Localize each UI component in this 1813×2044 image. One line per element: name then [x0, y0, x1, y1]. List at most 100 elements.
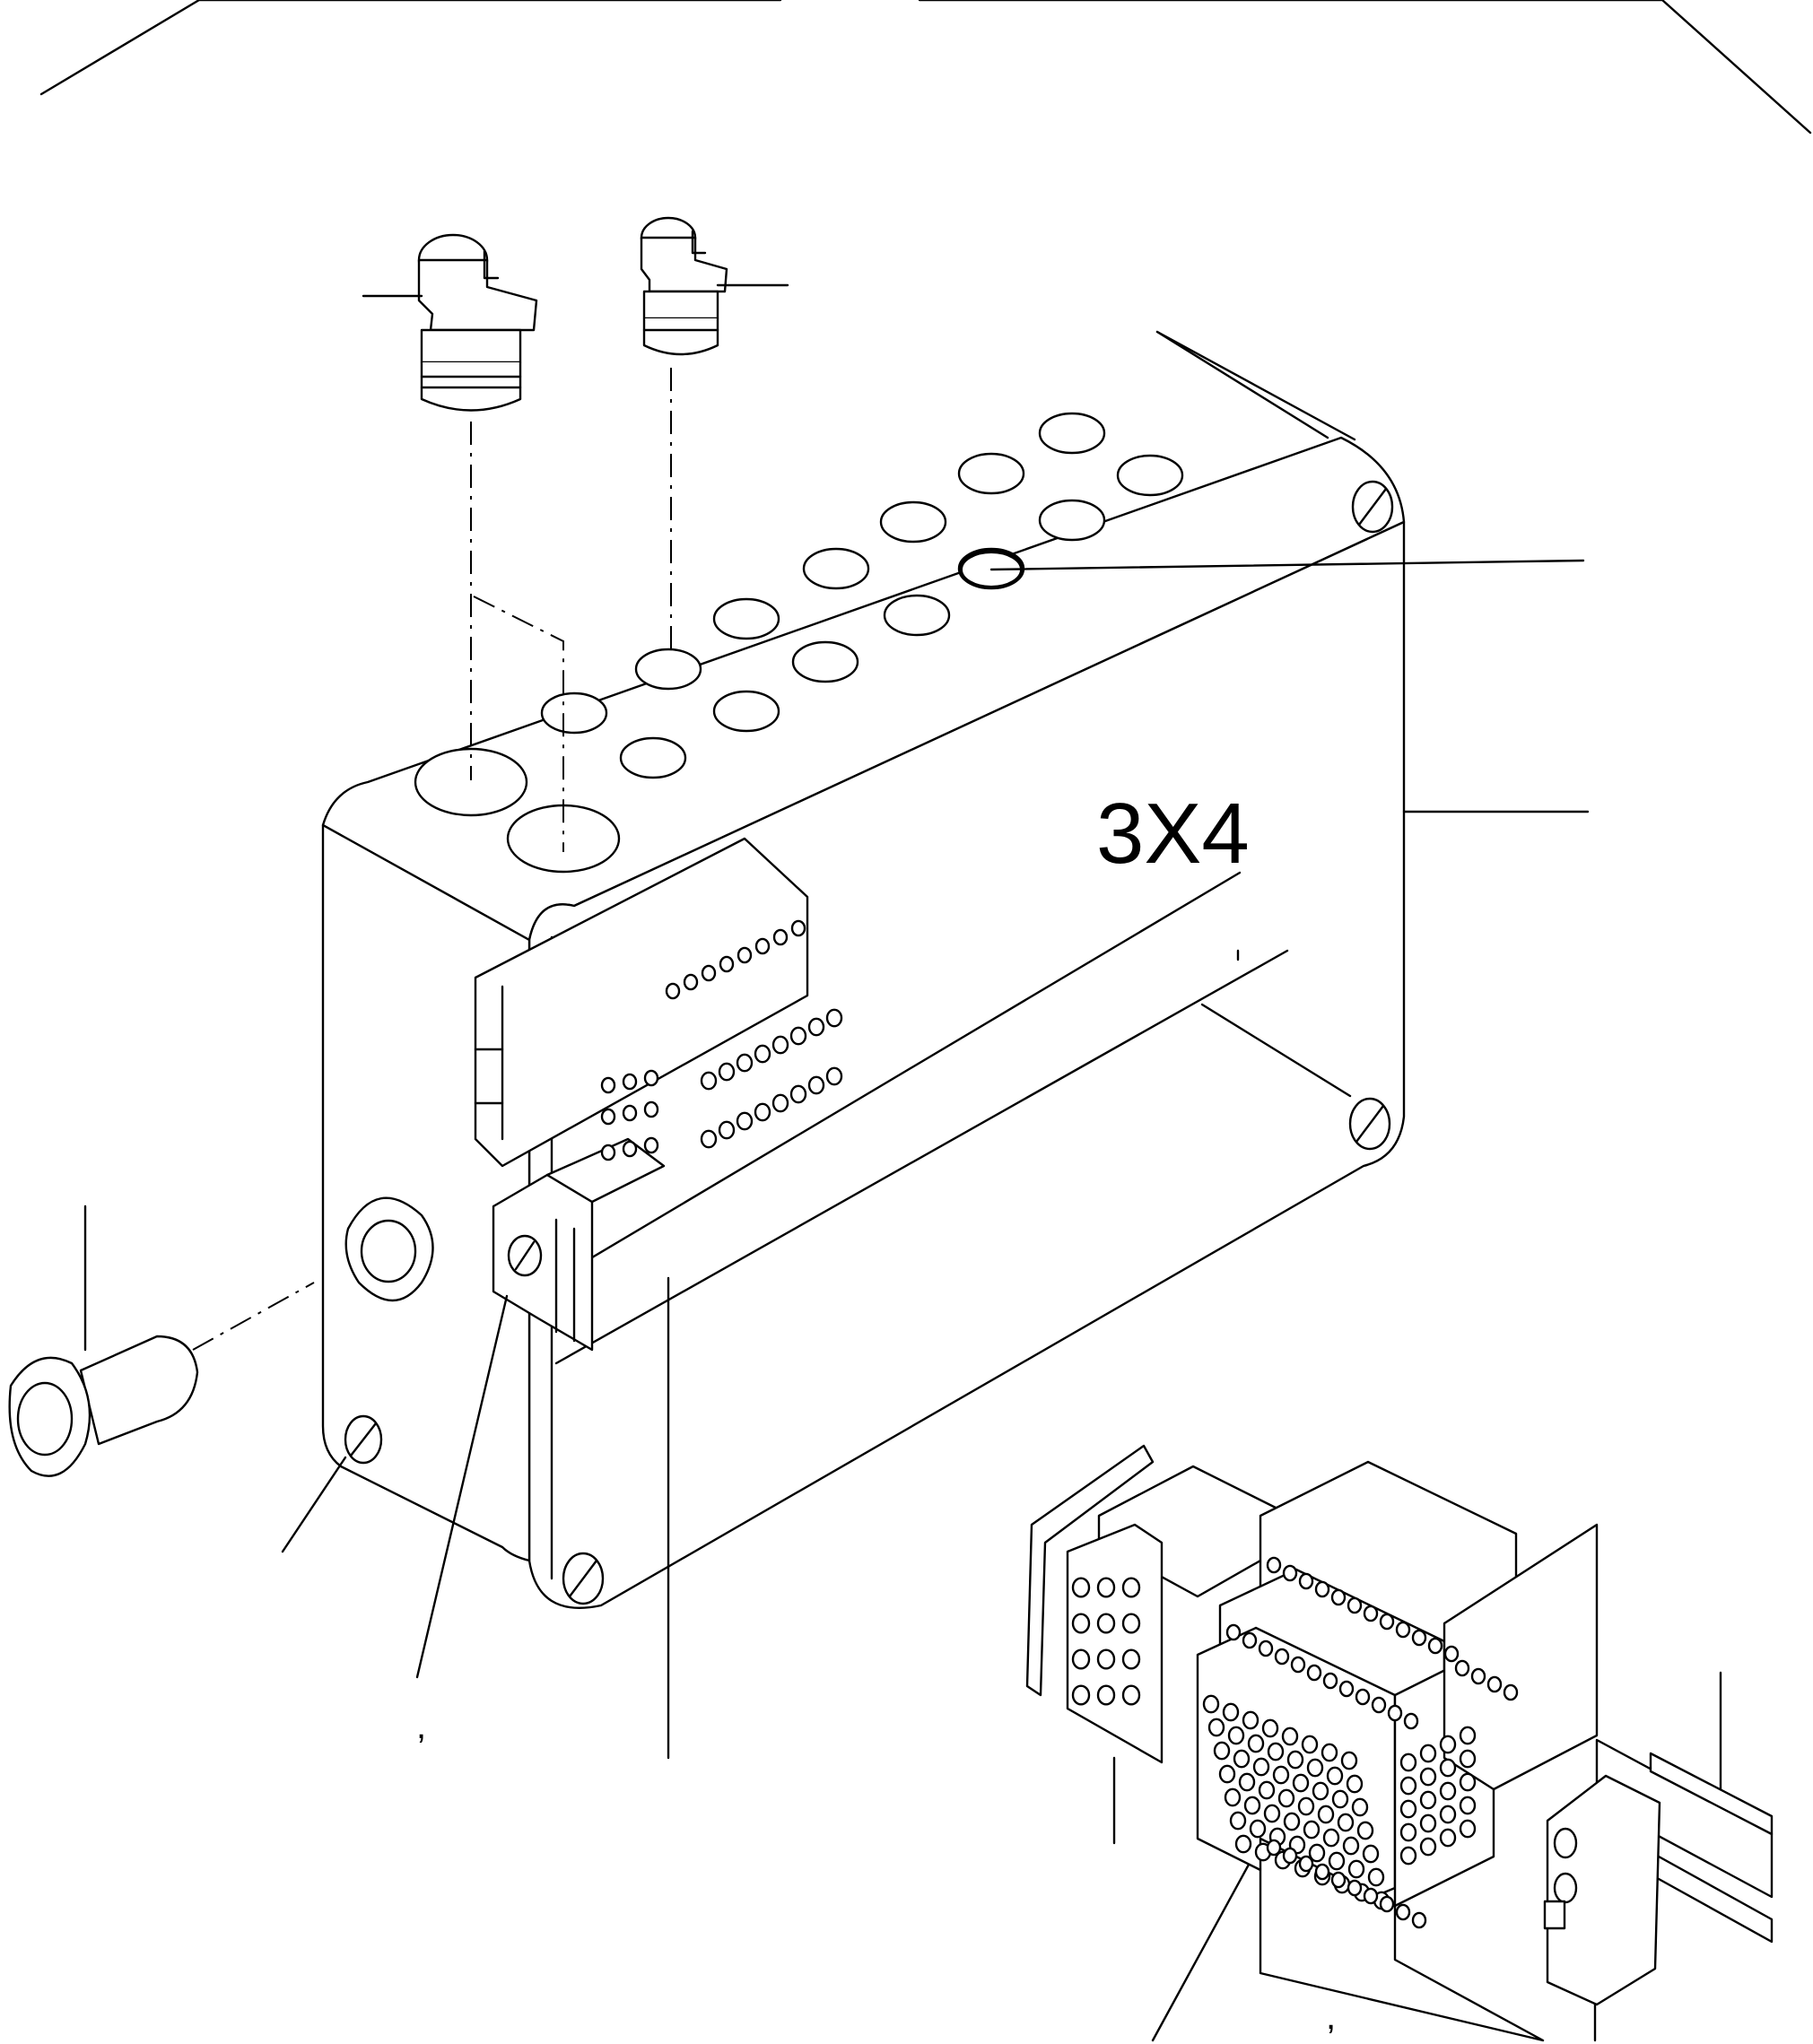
terminal-hole-icon	[1306, 1758, 1324, 1778]
terminal-screw-icon	[1298, 1572, 1314, 1590]
terminal-screw-icon	[1071, 1577, 1091, 1598]
terminal-row-middle	[700, 1008, 843, 1091]
terminal-hole-icon	[1308, 1843, 1326, 1863]
assembly-leaders	[192, 368, 672, 1351]
terminal-screw-icon	[1427, 1637, 1443, 1655]
terminal-hole-icon	[1202, 1694, 1220, 1714]
terminal-hole-icon	[1439, 1758, 1457, 1778]
terminal-screw-icon	[1266, 1839, 1282, 1857]
terminal-screw-icon	[1395, 1621, 1411, 1639]
terminal-hole-icon	[1227, 1726, 1245, 1745]
terminal-hole-icon	[1224, 1787, 1242, 1807]
terminal-hole-icon	[1297, 1796, 1315, 1816]
terminal-screw-icon	[1290, 1656, 1306, 1674]
terminal-hole-icon	[1399, 1846, 1417, 1866]
terminal-hole-icon	[1356, 1821, 1374, 1840]
terminal-screw-icon	[1486, 1675, 1503, 1693]
terminal-screw-icon	[1096, 1648, 1116, 1670]
terminal-screw-icon	[600, 1076, 616, 1094]
frame-lines	[39, 0, 1812, 135]
terminal-block-detail	[1025, 1444, 1599, 2042]
terminal-screw-icon	[807, 1075, 825, 1095]
terminal-screw-icon	[1282, 1564, 1298, 1582]
terminal-screw-icon	[790, 919, 806, 937]
terminal-screw-icon	[1443, 1645, 1460, 1663]
terminal-screw-icon	[718, 1120, 736, 1140]
terminal-screw-icon	[1121, 1684, 1141, 1706]
terminal-hole-icon	[1322, 1828, 1340, 1848]
terminal-screw-icon	[1347, 1879, 1363, 1897]
terminal-hole-icon	[1346, 1774, 1364, 1794]
terminal-screw-icon	[1411, 1629, 1427, 1647]
callout-leaders	[83, 283, 1722, 2042]
terminal-hole-icon	[1222, 1702, 1240, 1722]
terminal-hole-icon	[1249, 1819, 1267, 1839]
terminal-hole-icon	[1272, 1765, 1290, 1785]
terminal-screw-icon	[1258, 1640, 1274, 1657]
terminal-hole-icon	[1283, 1812, 1301, 1831]
terminal-hole-icon	[1277, 1788, 1295, 1808]
terminal-hole-icon	[1439, 1828, 1457, 1848]
terminal-screw-icon	[1096, 1613, 1116, 1634]
terminal-screw-icon	[825, 1066, 843, 1086]
terminal-screw-icon	[754, 1044, 771, 1064]
terminal-hole-icon	[1340, 1751, 1358, 1770]
terminal-hole-icon	[1312, 1781, 1329, 1801]
terminal-hole-icon	[1261, 1718, 1279, 1738]
terminal-screw-icon	[1395, 1903, 1411, 1921]
terminal-screw-icon	[1071, 1613, 1091, 1634]
terminal-hole-icon	[1439, 1805, 1457, 1824]
terminal-hole-icon	[1243, 1796, 1261, 1815]
terminal-screw-icon	[1242, 1631, 1258, 1649]
terminal-screw-icon	[665, 982, 681, 1000]
terminal-hole-icon	[1286, 1750, 1304, 1770]
terminal-hole-icon	[1459, 1772, 1477, 1792]
terminal-screw-icon	[754, 937, 771, 955]
terminal-screw-icon	[1266, 1556, 1282, 1574]
comma-mark-2: ,	[1326, 1997, 1336, 2037]
terminal-screw-icon	[771, 1093, 789, 1113]
terminal-hole-icon	[1328, 1851, 1346, 1871]
terminal-hole-icon	[1301, 1735, 1319, 1754]
terminal-screw-icon	[643, 1069, 659, 1087]
terminal-screw-icon	[622, 1140, 638, 1158]
terminal-screw-icon	[1338, 1680, 1355, 1698]
terminal-screw-icon	[1454, 1659, 1470, 1677]
terminal-hole-icon	[1399, 1822, 1417, 1842]
socket-mounted	[344, 1196, 434, 1302]
terminal-screw-icon	[700, 1129, 718, 1149]
terminal-screw-icon	[1379, 1613, 1395, 1631]
terminal-hole-icon	[1351, 1797, 1369, 1817]
terminal-hole-icon	[1234, 1834, 1252, 1854]
terminal-screw-icon	[1121, 1648, 1141, 1670]
terminal-hole-icon	[1347, 1859, 1365, 1879]
terminal-hole-icon	[1213, 1741, 1231, 1761]
terminal-row-bottom	[700, 1066, 843, 1149]
terminal-screw-icon	[1314, 1863, 1330, 1881]
terminal-screw-icon	[683, 973, 699, 991]
terminal-screw-icon	[736, 1111, 754, 1131]
terminal-screw-icon	[1330, 1871, 1347, 1889]
terminal-screw-icon	[1071, 1684, 1091, 1706]
terminal-hole-icon	[1342, 1836, 1360, 1856]
terminal-hole-icon	[1419, 1814, 1437, 1833]
terminal-hole-icon	[1233, 1749, 1251, 1769]
end-clamp	[1543, 1774, 1661, 2006]
terminal-screw-icon	[1314, 1580, 1330, 1598]
terminal-screw-icon	[1411, 1911, 1427, 1929]
socket-detached	[8, 1335, 199, 1477]
terminal-screw-icon	[643, 1100, 659, 1118]
terminal-screw-icon	[771, 1035, 789, 1055]
terminal-screw-icon	[736, 1053, 754, 1073]
terminal-screw-icon	[643, 1136, 659, 1154]
terminal-screw-icon	[600, 1144, 616, 1161]
top-holes	[414, 412, 1184, 874]
terminal-screw-icon	[718, 1062, 736, 1082]
terminal-screw-icon	[701, 964, 717, 982]
terminal-screw-icon	[825, 1008, 843, 1028]
terminal-screw-icon	[1387, 1704, 1403, 1722]
terminal-screw-icon	[1503, 1683, 1519, 1701]
comma-mark-1: ,	[416, 1707, 426, 1746]
terminal-screw-icon	[1371, 1696, 1387, 1714]
